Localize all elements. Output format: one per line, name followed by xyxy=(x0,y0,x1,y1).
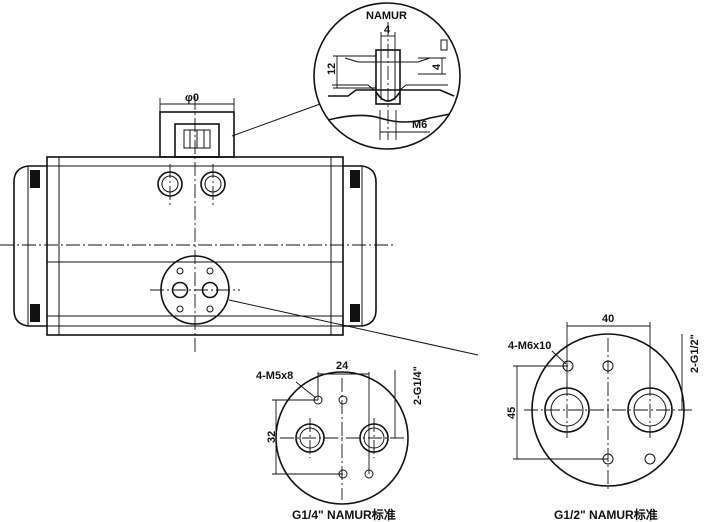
flange-quarter-detail: 24 32 2-G1/4" 4-M5x8 G1/4" NAMUR标准 xyxy=(256,360,424,522)
flange-quarter-dim-h: 24 xyxy=(336,360,349,372)
flange-half-detail: 40 45 2-G1/2" 4-M6x10 G1/2" NAMUR标准 xyxy=(506,313,701,522)
flange-half-holes: 4-M6x10 xyxy=(508,340,551,352)
namur-slot-width: 4 xyxy=(384,24,391,36)
namur-right-dim: 4 xyxy=(431,63,443,70)
namur-title: NAMUR xyxy=(366,10,407,22)
namur-detail: NAMUR 4 12 4 M6 xyxy=(313,2,461,150)
namur-thread: M6 xyxy=(412,119,427,131)
namur-height: 12 xyxy=(326,63,338,75)
flange-half-caption: G1/2" NAMUR标准 xyxy=(554,507,658,522)
flange-quarter-holes: 4-M5x8 xyxy=(256,370,293,382)
flange-quarter-dim-v: 32 xyxy=(266,431,278,443)
boss-diameter-label: φ0 xyxy=(185,92,199,104)
actuator-body: φ0 xyxy=(0,92,395,352)
flange-quarter-caption: G1/4" NAMUR标准 xyxy=(292,507,396,522)
flange-quarter-ports: 2-G1/4" xyxy=(412,366,424,405)
flange-half-dim-h: 40 xyxy=(602,313,614,325)
flange-half-ports: 2-G1/2" xyxy=(689,334,701,373)
namur-detail-leader xyxy=(231,103,321,137)
flange-detail-leader xyxy=(228,299,479,356)
flange-half-dim-v: 45 xyxy=(506,407,518,419)
